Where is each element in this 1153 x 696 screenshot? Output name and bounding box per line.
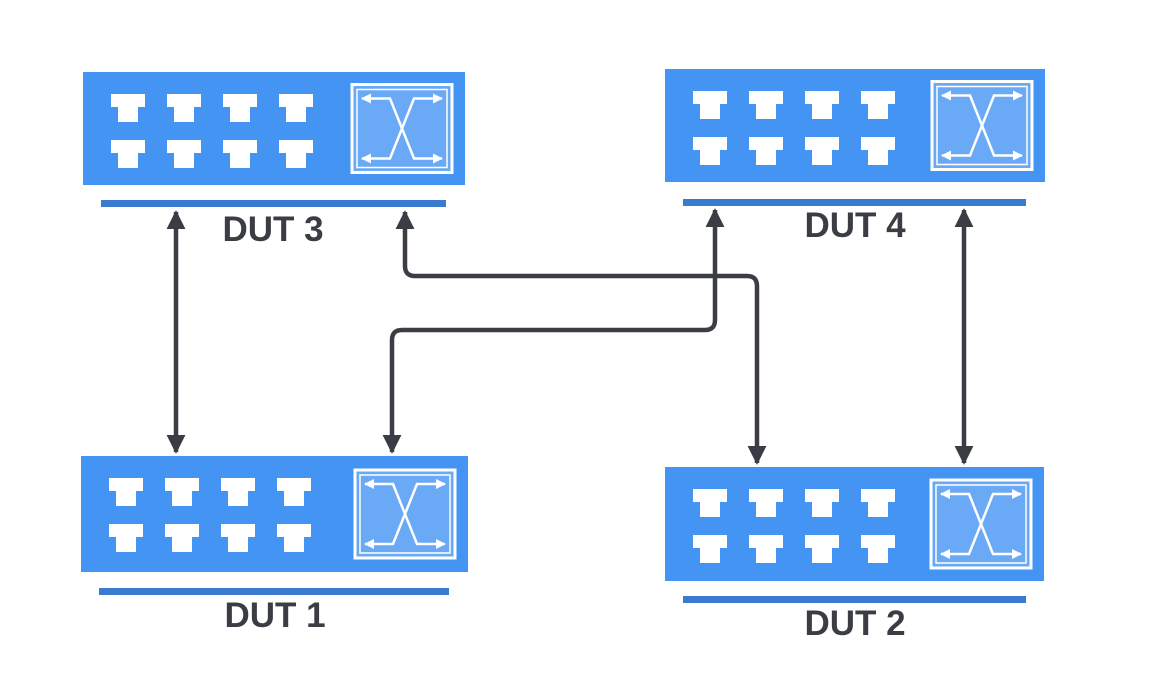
switch-dut1 [81, 456, 468, 595]
ethernet-port-icon [861, 137, 895, 165]
ethernet-port-icon [111, 94, 145, 122]
ethernet-port-icon [165, 524, 199, 552]
ethernet-port-icon [749, 137, 783, 165]
ethernet-port-icon [221, 524, 255, 552]
ethernet-port-icon [111, 140, 145, 168]
ethernet-port-icon [805, 91, 839, 119]
ethernet-port-icon [693, 535, 727, 563]
ethernet-port-icon [109, 478, 143, 506]
link-dut3-dut2 [395, 210, 767, 465]
switch-dut3 [83, 72, 465, 207]
base-bar-dut4 [683, 199, 1026, 206]
switch-dut2 [665, 467, 1044, 603]
link-dut4-dut1 [382, 208, 725, 454]
ethernet-port-icon [167, 140, 201, 168]
ethernet-port-icon [693, 489, 727, 517]
ethernet-port-icon [861, 91, 895, 119]
ethernet-port-icon [749, 535, 783, 563]
device-label-dut2: DUT 2 [804, 604, 906, 643]
base-bar-dut3 [101, 200, 446, 207]
ethernet-port-icon [861, 489, 895, 517]
ethernet-port-icon [749, 489, 783, 517]
ethernet-port-icon [805, 535, 839, 563]
crossover-arrows-icon [353, 468, 457, 560]
crossover-arrows-icon [930, 80, 1034, 171]
ethernet-port-icon [223, 140, 257, 168]
ethernet-port-icon [167, 94, 201, 122]
device-label-dut1: DUT 1 [224, 596, 326, 635]
ethernet-port-icon [109, 524, 143, 552]
ethernet-port-icon [805, 137, 839, 165]
ethernet-port-icon [749, 91, 783, 119]
ethernet-port-icon [277, 524, 311, 552]
ethernet-port-icon [805, 489, 839, 517]
crossover-arrows-icon [350, 83, 454, 174]
device-label-dut4: DUT 4 [804, 206, 906, 245]
ethernet-port-icon [693, 137, 727, 165]
ethernet-port-icon [221, 478, 255, 506]
ethernet-port-icon [279, 94, 313, 122]
ethernet-port-icon [277, 478, 311, 506]
ethernet-port-icon [165, 478, 199, 506]
switch-dut4 [665, 69, 1045, 206]
ethernet-port-icon [693, 91, 727, 119]
ethernet-port-icon [861, 535, 895, 563]
device-label-dut3: DUT 3 [222, 210, 324, 249]
base-bar-dut2 [683, 596, 1026, 603]
crossover-arrows-icon [929, 478, 1033, 570]
ethernet-port-icon [279, 140, 313, 168]
base-bar-dut1 [99, 588, 449, 595]
ethernet-port-icon [223, 94, 257, 122]
